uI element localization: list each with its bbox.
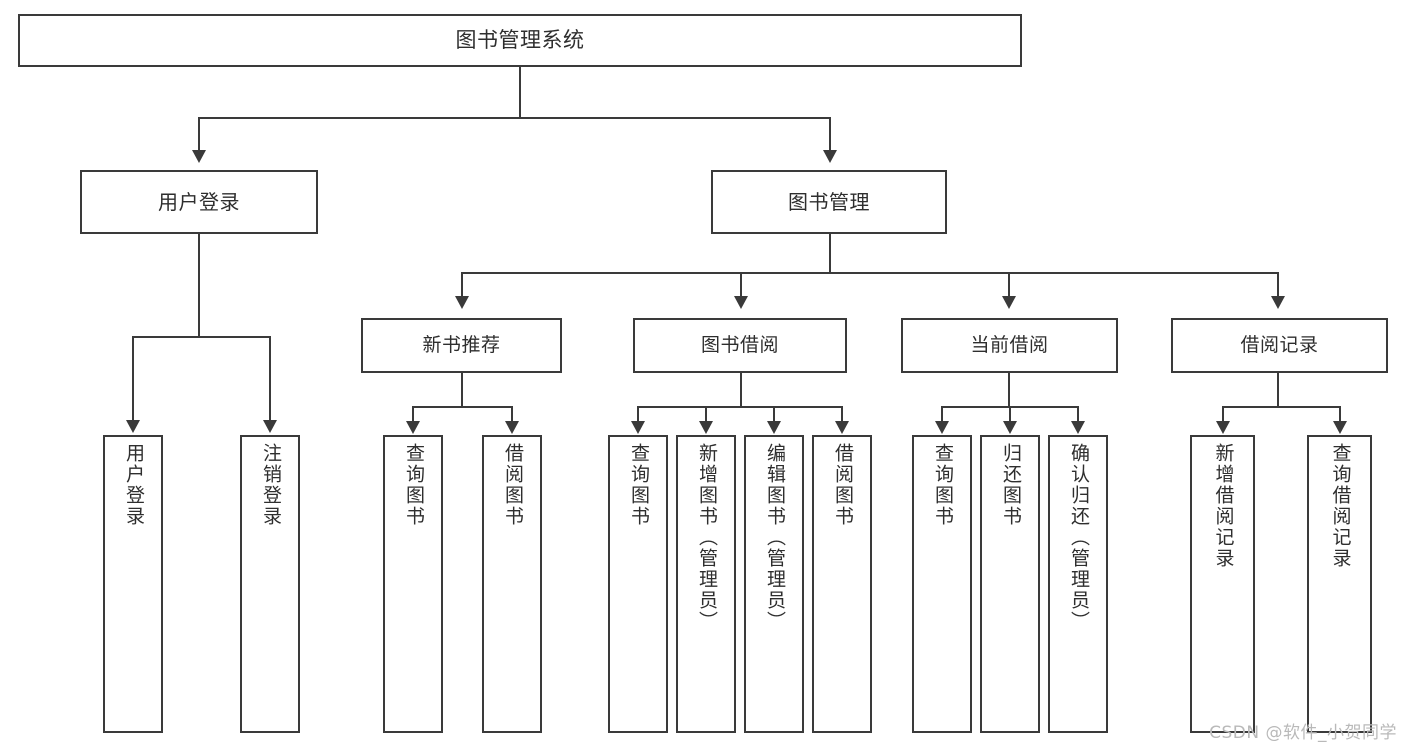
arrowhead-leaf-borrow-record-1 (1216, 421, 1230, 434)
connector-drop-leaf-new-book-2 (511, 406, 513, 422)
leaf-book-borrow-edit-book-admin[interactable]: 编辑图书（管理员） (744, 435, 804, 733)
connector-drop-leaf-book-borrow-1 (637, 406, 639, 422)
leaf-current-borrow-confirm-return-admin[interactable]: 确认归还（管理员） (1048, 435, 1108, 733)
leaf-new-book-borrow-book[interactable]: 借阅图书 (482, 435, 542, 733)
connector-drop-current-borrow (1008, 272, 1010, 297)
arrowhead-leaf-book-borrow-3 (767, 421, 781, 434)
node-label: 图书管理 (788, 189, 870, 214)
node-borrow-record[interactable]: 借阅记录 (1171, 318, 1388, 373)
node-book-borrow[interactable]: 图书借阅 (633, 318, 847, 373)
node-book-management[interactable]: 图书管理 (711, 170, 947, 234)
leaf-label: 查询借阅记录 (1329, 443, 1352, 569)
node-label: 借阅记录 (1240, 333, 1319, 356)
arrowhead-leaf-new-book-1 (406, 421, 420, 434)
connector-drop-leaf-book-borrow-2 (705, 406, 707, 422)
arrowhead-leaf-user-login-1 (126, 420, 140, 433)
arrowhead-book-management (823, 150, 837, 163)
leaf-label: 注销登录 (259, 443, 282, 527)
arrowhead-current-borrow (1002, 296, 1016, 309)
leaf-user-login-logout[interactable]: 注销登录 (240, 435, 300, 733)
leaf-book-borrow-query-book[interactable]: 查询图书 (608, 435, 668, 733)
arrowhead-leaf-current-borrow-2 (1003, 421, 1017, 434)
arrowhead-leaf-current-borrow-1 (935, 421, 949, 434)
connector-drop-leaf-book-borrow-3 (773, 406, 775, 422)
connector-drop-leaf-current-borrow-3 (1077, 406, 1079, 422)
connector-drop-leaf-user-login-2 (269, 336, 271, 421)
arrowhead-leaf-current-borrow-3 (1071, 421, 1085, 434)
node-current-borrow[interactable]: 当前借阅 (901, 318, 1118, 373)
connector-drop-book-management (829, 117, 831, 151)
leaf-borrow-record-query-record[interactable]: 查询借阅记录 (1307, 435, 1372, 733)
leaf-user-login-login[interactable]: 用户登录 (103, 435, 163, 733)
leaf-book-borrow-add-book-admin[interactable]: 新增图书（管理员） (676, 435, 736, 733)
node-root-book-management-system[interactable]: 图书管理系统 (18, 14, 1022, 67)
leaf-label: 新增图书（管理员） (695, 443, 718, 632)
leaf-label: 归还图书 (999, 443, 1022, 527)
connector-current-borrow-stem (1008, 373, 1010, 408)
arrowhead-leaf-borrow-record-2 (1333, 421, 1347, 434)
arrowhead-book-borrow (734, 296, 748, 309)
connector-drop-new-book (461, 272, 463, 297)
leaf-label: 确认归还（管理员） (1067, 443, 1090, 632)
leaf-label: 借阅图书 (831, 443, 854, 527)
arrowhead-new-book (455, 296, 469, 309)
connector-drop-leaf-book-borrow-4 (841, 406, 843, 422)
leaf-label: 查询图书 (931, 443, 954, 527)
connector-drop-leaf-user-login-1 (132, 336, 134, 421)
node-label: 用户登录 (158, 189, 240, 214)
leaf-label: 查询图书 (402, 443, 425, 527)
connector-new-book-stem (461, 373, 463, 408)
connector-drop-leaf-current-borrow-2 (1009, 406, 1011, 422)
connector-new-book-bus (412, 406, 513, 408)
connector-user-login-bus (132, 336, 270, 338)
connector-drop-borrow-record (1277, 272, 1279, 297)
connector-book-borrow-bus (637, 406, 843, 408)
leaf-new-book-query-book[interactable]: 查询图书 (383, 435, 443, 733)
arrowhead-leaf-new-book-2 (505, 421, 519, 434)
leaf-current-borrow-query-book[interactable]: 查询图书 (912, 435, 972, 733)
arrowhead-leaf-book-borrow-2 (699, 421, 713, 434)
leaf-label: 用户登录 (122, 443, 145, 527)
leaf-current-borrow-return-book[interactable]: 归还图书 (980, 435, 1040, 733)
node-new-book-recommend[interactable]: 新书推荐 (361, 318, 562, 373)
connector-book-borrow-stem (740, 373, 742, 408)
connector-level2-bus (461, 272, 1279, 274)
connector-drop-leaf-borrow-record-2 (1339, 406, 1341, 422)
connector-level1-bus (198, 117, 831, 119)
leaf-borrow-record-add-record[interactable]: 新增借阅记录 (1190, 435, 1255, 733)
leaf-label: 新增借阅记录 (1212, 443, 1235, 569)
connector-drop-book-borrow (740, 272, 742, 297)
connector-book-management-stem (829, 234, 831, 273)
csdn-watermark: CSDN @软件_小贺同学 (1209, 723, 1397, 743)
node-label: 图书管理系统 (455, 28, 585, 53)
leaf-label: 借阅图书 (501, 443, 524, 527)
arrowhead-borrow-record (1271, 296, 1285, 309)
connector-drop-leaf-borrow-record-1 (1222, 406, 1224, 422)
leaf-label: 查询图书 (627, 443, 650, 527)
node-label: 新书推荐 (422, 333, 501, 356)
arrowhead-leaf-book-borrow-4 (835, 421, 849, 434)
node-user-login[interactable]: 用户登录 (80, 170, 318, 234)
leaf-label: 编辑图书（管理员） (763, 443, 786, 632)
connector-borrow-record-stem (1277, 373, 1279, 408)
node-label: 当前借阅 (970, 333, 1049, 356)
arrowhead-user-login (192, 150, 206, 163)
connector-borrow-record-bus (1222, 406, 1341, 408)
connector-user-login-stem (198, 234, 200, 337)
arrowhead-leaf-book-borrow-1 (631, 421, 645, 434)
connector-drop-leaf-new-book-1 (412, 406, 414, 422)
node-label: 图书借阅 (700, 333, 779, 356)
arrowhead-leaf-user-login-2 (263, 420, 277, 433)
connector-drop-leaf-current-borrow-1 (941, 406, 943, 422)
leaf-book-borrow-borrow-book[interactable]: 借阅图书 (812, 435, 872, 733)
connector-drop-user-login (198, 117, 200, 151)
connector-root-stem (519, 67, 521, 118)
